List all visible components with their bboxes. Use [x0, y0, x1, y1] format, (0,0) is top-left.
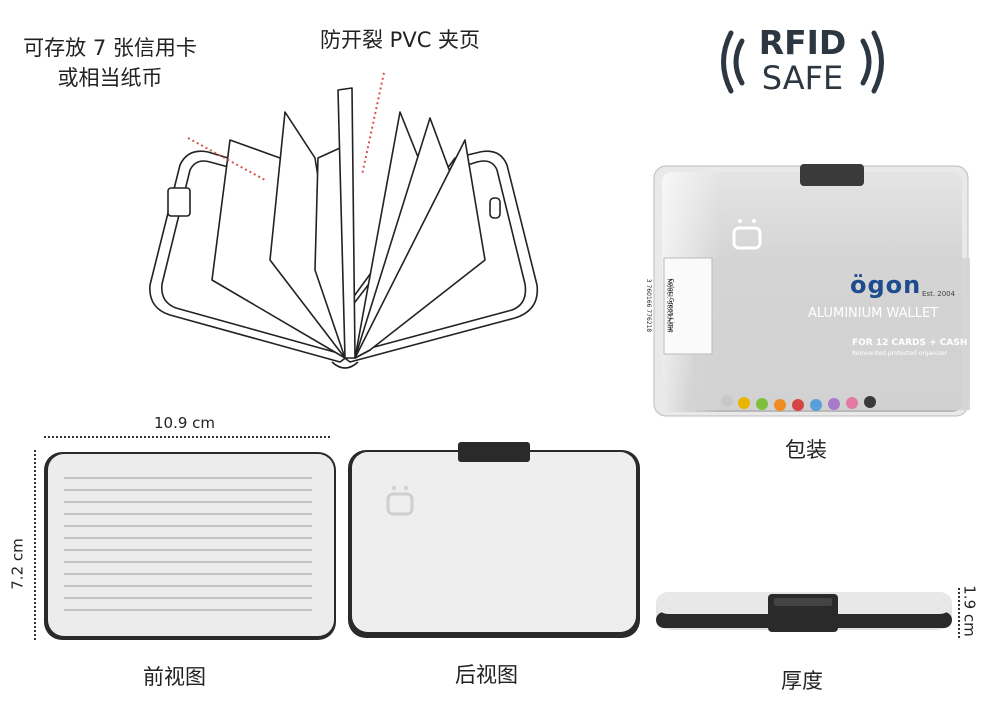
- thickness-view-wallet: [654, 590, 954, 635]
- thickness-dimension-line: [958, 588, 962, 638]
- width-label: 10.9 cm: [154, 414, 216, 432]
- rfid-text: RFID: [758, 23, 847, 62]
- package-tagline: Reinvented protected organizer: [852, 350, 948, 357]
- rfid-safe-badge: RFID SAFE: [720, 25, 885, 100]
- front-view-wallet: [42, 450, 338, 642]
- card-capacity-line2: 或相当纸币: [57, 66, 163, 90]
- package-est: Est. 2004: [922, 290, 956, 298]
- rfid-waves-icon: [721, 30, 884, 94]
- package-product: ALUMINIUM WALLET: [808, 306, 939, 321]
- front-view-caption: 前视图: [143, 665, 206, 689]
- back-view-caption: 后视图: [455, 663, 518, 687]
- thickness-caption: 厚度: [781, 669, 823, 693]
- height-dimension-line: [34, 450, 38, 640]
- pvc-pages-label: 防开裂 PVC 夹页: [320, 28, 481, 52]
- package-capacity: FOR 12 CARDS + CASH: [852, 338, 968, 348]
- height-label: 7.2 cm: [8, 538, 27, 590]
- sticker-color: Color: Green Lime: [667, 278, 675, 333]
- package-brand: ögon: [850, 271, 922, 299]
- thickness-label: 1.9 cm: [960, 585, 979, 637]
- card-capacity-label: 可存放 7 张信用卡 或相当纸币: [10, 32, 210, 92]
- package-sticker: Model: Stockholm Color: Green Lime 3 760…: [645, 258, 716, 354]
- safe-text: SAFE: [761, 59, 844, 97]
- open-wallet-illustration: [140, 70, 580, 380]
- package-caption: 包装: [785, 438, 827, 462]
- package-photo: ögon Est. 2004 ALUMINIUM WALLET FOR 12 C…: [645, 158, 970, 420]
- back-view-wallet: [346, 440, 642, 640]
- sticker-barcode: 3 760166 776218: [645, 278, 653, 333]
- width-dimension-line: [44, 436, 330, 440]
- card-capacity-line1: 可存放 7 张信用卡: [23, 36, 197, 60]
